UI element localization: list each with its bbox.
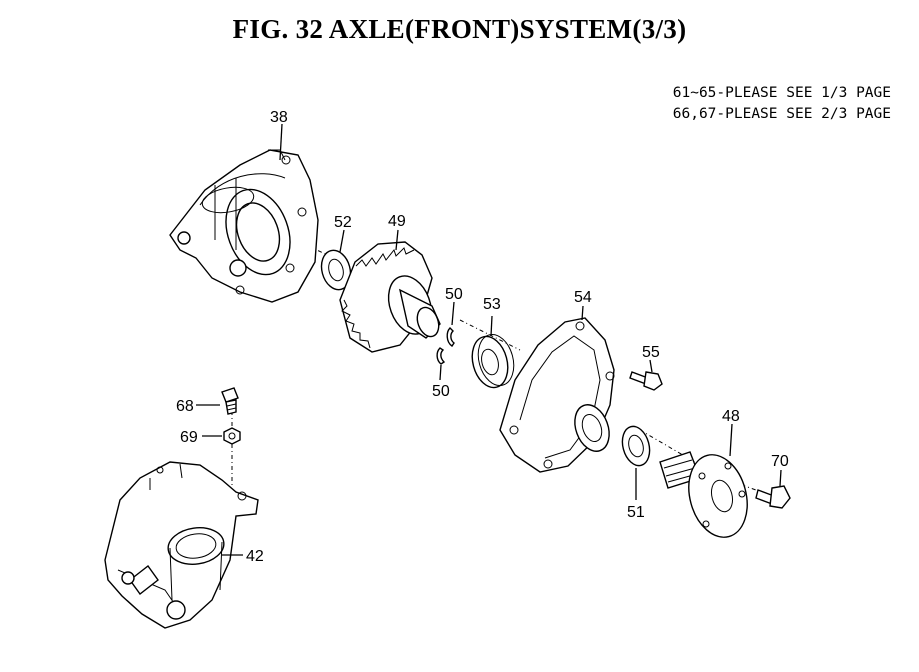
callout-48: 48 [722, 408, 740, 425]
callout-70: 70 [771, 453, 789, 470]
leader-55 [649, 359, 653, 373]
leader-52 [339, 229, 345, 253]
part-70-bolt [755, 485, 791, 509]
callout-51: 51 [627, 504, 645, 521]
callout-50-upper: 50 [445, 286, 463, 303]
callout-55: 55 [642, 344, 660, 361]
callout-68: 68 [176, 398, 194, 415]
callout-69: 69 [180, 429, 198, 446]
note-line-2: 66,67-PLEASE SEE 2/3 PAGE [672, 106, 891, 122]
part-68-bolt [221, 387, 239, 415]
note-line-1: 61~65-PLEASE SEE 1/3 PAGE [672, 85, 891, 101]
leader-53 [490, 315, 493, 337]
leader-54 [581, 305, 584, 321]
callout-50-lower: 50 [432, 383, 450, 400]
part-69-nut [223, 427, 241, 445]
callout-53: 53 [483, 296, 501, 313]
callout-42: 42 [246, 548, 264, 565]
part-55-bolt [629, 371, 663, 391]
leader-70 [779, 469, 782, 487]
figure-title: FIG. 32 AXLE(FRONT)SYSTEM(3/3) [232, 14, 687, 44]
leader-50-upper [451, 301, 455, 326]
part-49-bevel-gear [339, 241, 441, 353]
part-51-oil-seal [621, 425, 651, 467]
part-52-bearing [320, 249, 352, 291]
callout-52: 52 [334, 214, 352, 231]
part-50-snap-rings [436, 327, 455, 365]
leader-49 [395, 229, 399, 251]
part-54-cover [499, 317, 615, 473]
part-42-knuckle [104, 461, 259, 629]
callout-49: 49 [388, 213, 406, 230]
leader-48 [729, 423, 733, 457]
callout-54: 54 [574, 289, 592, 306]
callout-38: 38 [270, 109, 288, 126]
leader-38 [279, 123, 283, 161]
part-38-knuckle-housing [169, 149, 319, 303]
part-48-axle-flange [659, 451, 748, 538]
part-53-bearing [471, 334, 515, 389]
leader-50-lower [439, 364, 442, 381]
